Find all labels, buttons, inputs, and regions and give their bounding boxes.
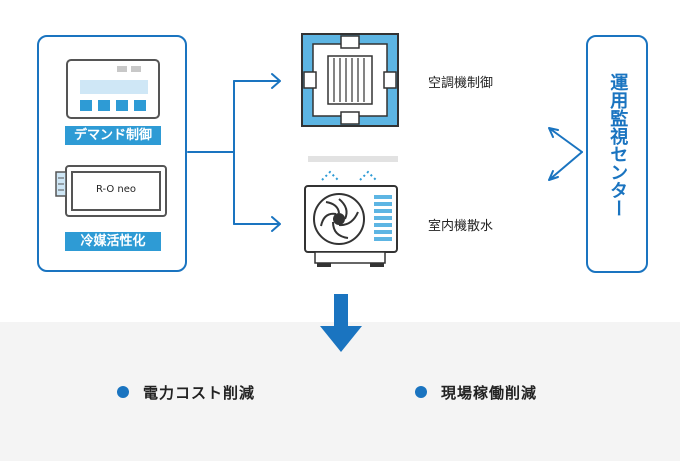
monitoring-center-label: 運用監視センター xyxy=(607,73,629,217)
result-label: 電力コスト削減 xyxy=(143,383,256,402)
water-spray-icon xyxy=(308,156,398,181)
center-arrow-down xyxy=(548,151,583,181)
bullet-dot-icon xyxy=(415,386,427,398)
demand-controller-icon xyxy=(66,59,160,119)
down-arrow-icon xyxy=(320,294,362,352)
ceiling-cassette-ac-icon xyxy=(301,33,399,127)
result-item-power-cost: 電力コスト削減 xyxy=(117,380,255,404)
device-name-text: R-O neo xyxy=(95,184,137,195)
outdoor-spray-label: 室内機散水 xyxy=(428,219,494,234)
center-arrow-up xyxy=(548,127,583,153)
ro-neo-device-icon xyxy=(55,165,167,217)
result-label: 現場稼働削減 xyxy=(441,383,538,402)
bullet-dot-icon xyxy=(117,386,129,398)
arrow-to-ac xyxy=(233,73,281,89)
demand-control-label: デマンド制御 xyxy=(65,126,161,145)
monitoring-center-box: 運用監視センター xyxy=(586,35,648,273)
result-item-onsite-work: 現場稼働削減 xyxy=(415,380,537,404)
ac-control-label: 空調機制御 xyxy=(428,76,494,91)
outdoor-unit-icon xyxy=(304,185,398,267)
arrow-to-outdoor xyxy=(233,216,281,232)
refrigerant-activation-label: 冷媒活性化 xyxy=(65,232,161,251)
